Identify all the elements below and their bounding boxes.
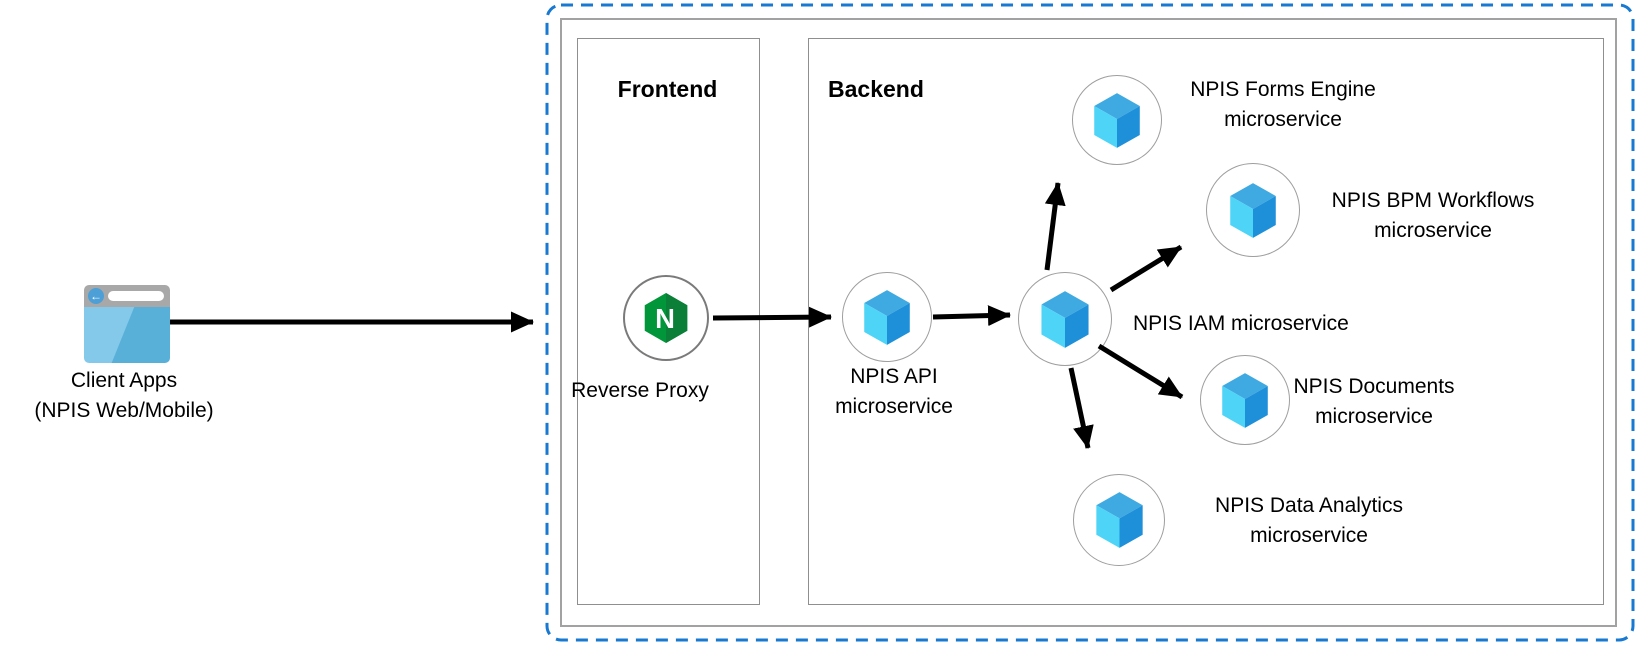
client-apps-line2: (NPIS Web/Mobile) [34,399,214,422]
analytics-label-line1: NPIS Data Analytics [1215,494,1403,517]
analytics-microservice-label: NPIS Data Analytics microservice [1184,491,1434,551]
client-apps-line1: Client Apps [70,369,178,392]
backend-title: Backend [828,76,924,102]
forms-microservice-node [1072,75,1162,165]
forms-label-line1: NPIS Forms Engine [1190,78,1376,101]
browser-body [84,307,170,363]
analytics-label-line2: microservice [1250,524,1368,547]
api-microservice-label: NPIS API microservice [794,362,994,422]
bpm-label-line1: NPIS BPM Workflows [1331,189,1535,212]
reverse-proxy-node: N [623,275,709,361]
cube-icon [1230,182,1276,238]
nginx-icon: N [644,292,688,344]
api-label-line2: microservice [835,395,953,418]
frontend-title: Frontend [617,76,718,102]
iam-microservice-label: NPIS IAM microservice [1133,312,1349,335]
docs-label-line1: NPIS Documents [1293,375,1455,398]
address-bar [108,291,164,301]
bpm-microservice-node [1206,163,1300,257]
nginx-letter: N [655,303,675,334]
docs-label-line2: microservice [1315,405,1433,428]
api-label-line1: NPIS API [850,365,938,388]
cube-icon [864,289,910,345]
bpm-microservice-label: NPIS BPM Workflows microservice [1308,186,1558,246]
forms-label-line2: microservice [1224,108,1342,131]
back-arrow-icon: ← [88,288,104,304]
forms-microservice-label: NPIS Forms Engine microservice [1158,75,1408,135]
cube-icon [1095,492,1143,548]
client-apps-label: Client Apps (NPIS Web/Mobile) [14,366,234,426]
bpm-label-line2: microservice [1374,219,1492,242]
iam-microservice-node [1018,272,1112,366]
analytics-microservice-node [1073,474,1165,566]
cube-icon [1094,92,1140,148]
api-microservice-node [842,272,932,362]
cube-icon [1041,290,1089,348]
browser-icon: ← [84,285,170,363]
documents-microservice-label: NPIS Documents microservice [1249,372,1499,432]
reverse-proxy-label: Reverse Proxy [571,379,709,402]
